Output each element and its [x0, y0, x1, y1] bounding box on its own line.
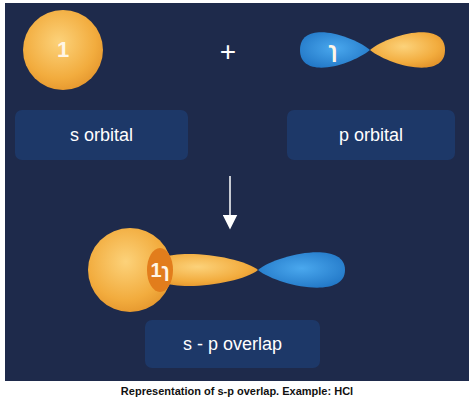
box-label: s - p overlap [183, 334, 282, 355]
s-orbital-box: s orbital [15, 110, 188, 160]
background-panel [5, 3, 469, 381]
overlap-p-lobe-blue [258, 252, 345, 287]
box-label: s orbital [70, 125, 133, 146]
s-orbital-sphere [23, 10, 103, 90]
figure-caption: Representation of s-p overlap. Example: … [121, 385, 353, 397]
overlap-s-sphere [88, 228, 172, 312]
plus-sign: + [220, 38, 236, 66]
spin-label: ɿ [329, 39, 338, 61]
reaction-arrow [229, 176, 231, 222]
p-orbital-box: p orbital [287, 110, 455, 160]
box-label: p orbital [339, 125, 403, 146]
spin-label: 1 [57, 39, 69, 61]
p-orbital-lobe-orange [370, 32, 445, 67]
overlap-region [147, 248, 173, 292]
overlap-box: s - p overlap [145, 320, 320, 368]
p-orbital-lobe-blue [300, 32, 370, 67]
spin-pair-label: 1ɿ [151, 260, 170, 280]
